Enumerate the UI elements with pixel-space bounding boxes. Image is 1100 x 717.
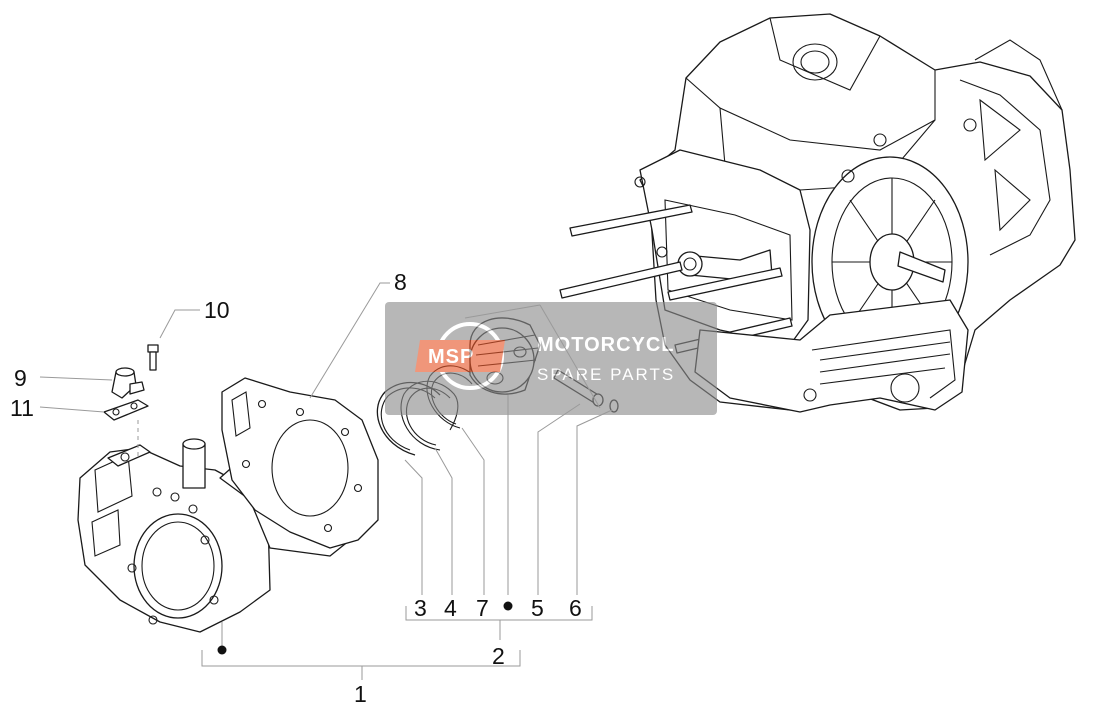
cylinder-base-gasket [221, 377, 379, 549]
callout-10: 10 [204, 297, 230, 323]
watermark-logo-accent [415, 340, 505, 372]
watermark: MSP MOTORCYCL SPARE PARTS [385, 302, 717, 415]
bracket-kit-2 [405, 606, 593, 640]
callout-9: 9 [14, 365, 27, 391]
fitting-9 [111, 367, 145, 399]
kit-marker-dot-1 [217, 645, 227, 655]
callout-8: 8 [394, 269, 407, 295]
watermark-line-2: SPARE PARTS [537, 365, 675, 384]
callout-3: 3 [414, 595, 427, 621]
watermark-line-1: MOTORCYCL [537, 334, 675, 356]
plate-11 [103, 399, 149, 421]
callout-1: 1 [354, 681, 367, 707]
bolt-10 [147, 344, 159, 371]
kit-marker-dot-2 [503, 601, 513, 611]
callout-11: 11 [10, 395, 34, 421]
callout-2: 2 [492, 643, 505, 669]
callout-6: 6 [569, 595, 582, 621]
bracket-kit-1 [201, 650, 521, 680]
callout-4: 4 [444, 595, 457, 621]
engine-crankcase [559, 13, 1076, 413]
callout-5: 5 [531, 595, 544, 621]
watermark-logo-letters: MSP [428, 346, 474, 368]
leader-lines [39, 282, 613, 650]
callout-7: 7 [476, 595, 489, 621]
cylinder-studs [559, 204, 793, 354]
